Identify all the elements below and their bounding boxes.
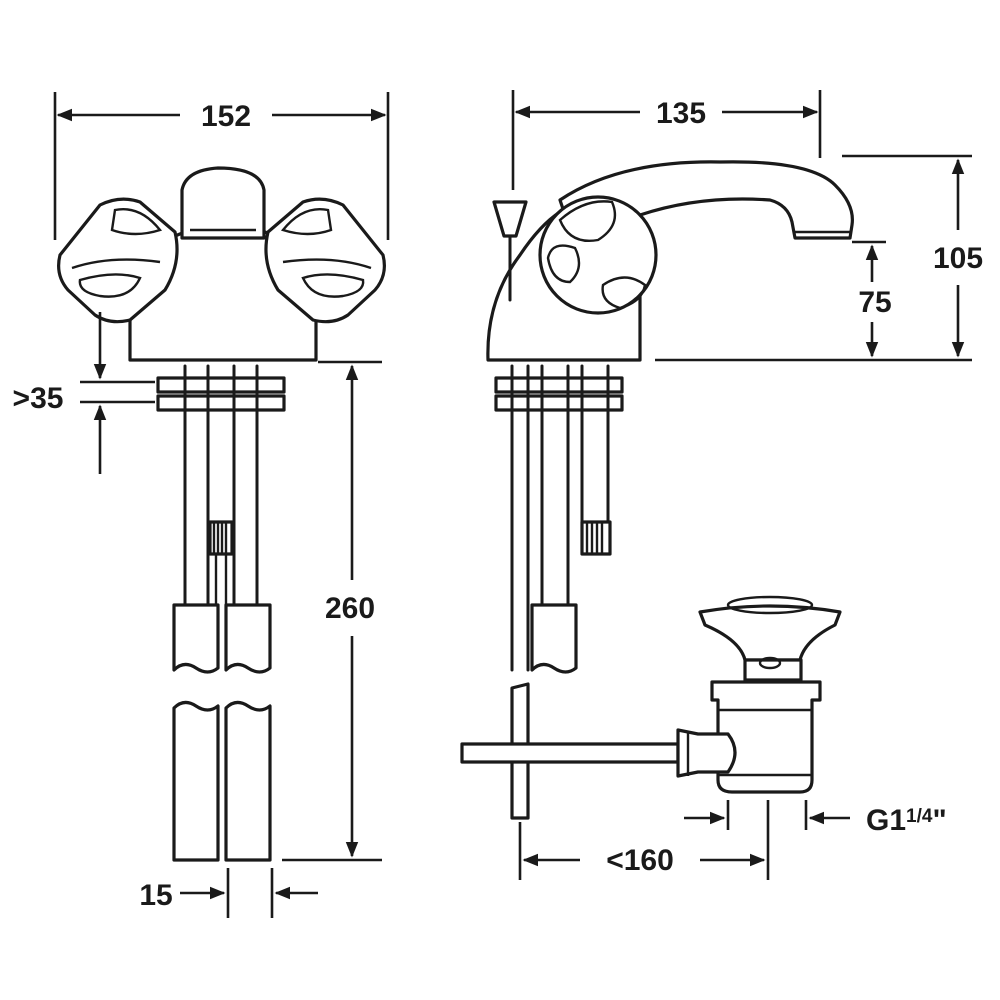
- dimension-labels: 152 135 105 75 >35 260 15 <160 G11/4": [13, 97, 983, 912]
- label-spout-height: 105: [933, 242, 983, 275]
- front-mount-ring-upper: [156, 376, 286, 394]
- side-drain-neck: [743, 658, 803, 682]
- side-drain-rod: [460, 742, 680, 764]
- front-tail-right-lower: [224, 700, 272, 862]
- side-mount-ring-upper: [494, 376, 624, 394]
- front-tail-left-lower: [172, 700, 220, 862]
- side-spout: [558, 160, 854, 262]
- side-handle-knob: [538, 195, 658, 315]
- label-waste-thread-suffix: ": [932, 804, 946, 837]
- front-tail-right-upper: [224, 603, 272, 674]
- side-mount-ring-lower: [494, 394, 624, 412]
- side-drain-flange: [698, 604, 842, 662]
- label-tail-length: 260: [325, 592, 375, 625]
- label-waste-thread-fraction: 1/4: [906, 806, 933, 827]
- side-popup-knob: [492, 200, 528, 238]
- label-waste-thread: G11/4": [866, 804, 947, 837]
- label-waste-thread-main: G1: [866, 804, 906, 837]
- front-lever: [180, 166, 266, 240]
- front-tail-left-upper: [172, 603, 220, 674]
- label-drain-rod-reach: <160: [606, 844, 674, 877]
- label-width-side: 135: [656, 97, 706, 130]
- side-tail-end: [530, 603, 578, 674]
- front-mount-ring-lower: [156, 394, 286, 412]
- label-width-front: 152: [201, 100, 251, 133]
- side-view: [460, 160, 854, 820]
- label-spout-clearance: 75: [858, 286, 891, 319]
- side-rod-connector: [676, 728, 737, 778]
- label-tail-spacing: 15: [139, 879, 172, 912]
- front-view: [57, 166, 386, 862]
- label-countertop-thickness: >35: [13, 382, 64, 415]
- dimension-lines: [53, 90, 972, 918]
